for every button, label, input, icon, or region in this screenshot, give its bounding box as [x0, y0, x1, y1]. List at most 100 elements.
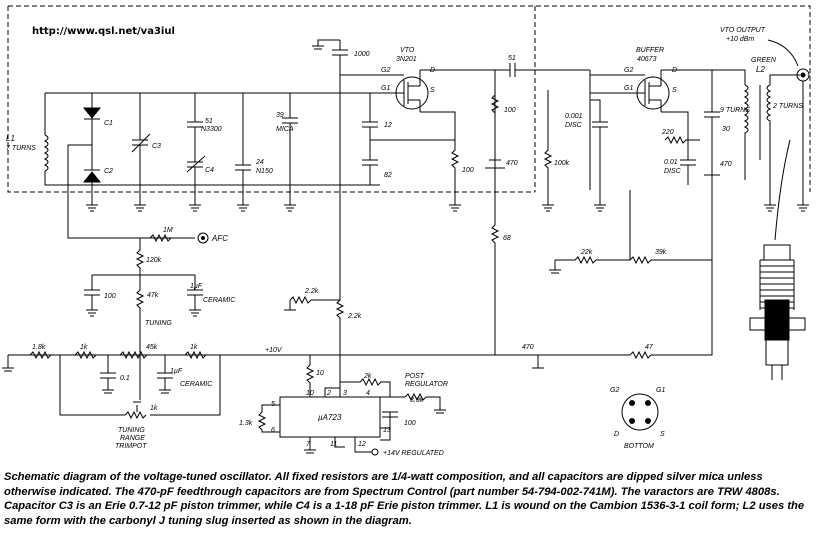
- regulator-label: REGULATOR: [405, 381, 448, 388]
- ua723-label: µA723: [318, 413, 342, 422]
- c3-label: C3: [152, 143, 161, 150]
- r1kc-label: 1k: [150, 405, 158, 412]
- buffer-label: BUFFER: [636, 47, 664, 54]
- figure-caption: Schematic diagram of the voltage-tuned o…: [4, 471, 805, 527]
- pin-s-label: S: [660, 431, 665, 438]
- r1k-label: 1k: [80, 344, 88, 351]
- ceramic2-label: CERAMIC: [180, 381, 213, 388]
- coil-form-illustration: [749, 139, 806, 380]
- bottom-label: BOTTOM: [624, 443, 654, 450]
- l2-label: L2: [756, 65, 765, 74]
- buffer-section: 0.001 DISC 100k BUFFER 40673 G2 G1 D S 2…: [542, 27, 810, 260]
- plus14v-label: +14V REGULATED: [383, 450, 444, 457]
- vto-label: VTO: [400, 47, 415, 54]
- plus10v-label: +10V: [265, 347, 283, 354]
- c82-label: 82: [384, 172, 392, 179]
- s-label: S: [430, 87, 435, 94]
- vto-output-level-label: +10 dBm: [726, 36, 754, 43]
- tuning-range-label: TUNING: [118, 427, 145, 434]
- r22kb-label: 2.2k: [347, 313, 362, 320]
- tuning-label: TUNING: [145, 320, 172, 327]
- c100-label: 100: [104, 293, 116, 300]
- l1-label: L1: [6, 134, 15, 143]
- tuning-section: 1M AFC 120k 100 1µF CERAMIC 47k TUNING 1…: [2, 75, 713, 450]
- c470b-label: 470: [720, 161, 732, 168]
- r68-label: 68: [503, 235, 511, 242]
- r39k-label: 39k: [655, 249, 667, 256]
- c39-label: 39: [276, 112, 284, 119]
- r47k-label: 47k: [147, 292, 159, 299]
- r100b-label: 100: [504, 107, 516, 114]
- ceramic-label: CERAMIC: [203, 297, 236, 304]
- r470-label: 470: [506, 160, 518, 167]
- r22k-label: 2.2k: [304, 288, 319, 295]
- post-label: POST: [405, 373, 425, 380]
- nine-turns-label: 9 TURNS: [720, 107, 750, 114]
- l1-turns-label: 7 TURNS: [6, 145, 36, 152]
- c1000-label: 1000: [354, 51, 370, 58]
- n150-label: N150: [256, 168, 273, 175]
- c1-label: C1: [104, 120, 113, 127]
- mica-label: MICA: [276, 126, 294, 133]
- c30-label: 30: [722, 126, 730, 133]
- trimpot-label: TRIMPOT: [115, 443, 147, 450]
- c12-label: 12: [384, 122, 392, 129]
- pin13-label: 13: [383, 427, 391, 434]
- vto-part-label: 3N201: [396, 56, 417, 63]
- pin7-label: 7: [306, 441, 311, 448]
- c01-label: 0.1: [120, 375, 130, 382]
- g1-label: G1: [381, 85, 390, 92]
- vto-output-label: VTO OUTPUT: [720, 27, 766, 34]
- pinout-bottom-view: G2 G1 D S BOTTOM: [610, 387, 665, 450]
- regulator-section: µA723 10 10 2 3 4 2k POST REGULATOR 3.9k…: [239, 355, 448, 457]
- pin2-label: 2: [326, 390, 331, 397]
- c51-label: 51: [205, 118, 213, 125]
- range-label: RANGE: [120, 435, 145, 442]
- r1kb-label: 1k: [190, 344, 198, 351]
- n3300-label: N3300: [201, 126, 222, 133]
- r100-label: 100: [462, 167, 474, 174]
- r13k-label: 1.3k: [239, 420, 253, 427]
- disc-label: DISC: [565, 122, 583, 129]
- afc-label: AFC: [211, 234, 228, 243]
- pin-d-label: D: [614, 431, 619, 438]
- c4-label: C4: [205, 167, 214, 174]
- r10-label: 10: [316, 370, 324, 377]
- c100b-label: 100: [404, 420, 416, 427]
- pin12-label: 12: [358, 441, 366, 448]
- c1uf-label: 1µF: [190, 283, 203, 290]
- r470c-label: 470: [522, 344, 534, 351]
- buffer-s-label: S: [672, 87, 677, 94]
- shield-outline: [7, 5, 811, 193]
- pin3-label: 3: [343, 390, 347, 397]
- buffer-part-label: 40673: [637, 56, 657, 63]
- buffer-g1-label: G1: [624, 85, 633, 92]
- pin-g1-label: G1: [656, 387, 665, 394]
- pin10-label: 10: [306, 390, 314, 397]
- pin11-label: 11: [330, 441, 337, 448]
- c51b-label: 51: [508, 55, 516, 62]
- r47-label: 47: [645, 344, 654, 351]
- c2-label: C2: [104, 168, 113, 175]
- r39kb-label: 3.9k: [410, 397, 424, 404]
- r2k-label: 2k: [363, 373, 372, 380]
- c001b-label: 0.01: [664, 159, 678, 166]
- c001-label: 0.001: [565, 113, 583, 120]
- disc2-label: DISC: [664, 168, 682, 175]
- vto-section: L1 7 TURNS C1 C2 C3 51 N3300 C4 24 N150 …: [6, 39, 590, 355]
- r100k-label: 100k: [554, 160, 570, 167]
- buffer-g2-label: G2: [624, 67, 633, 74]
- r22kc-label: 22k: [580, 249, 593, 256]
- g2-label: G2: [381, 67, 390, 74]
- pin4-label: 4: [366, 390, 370, 397]
- r45k-label: 45k: [146, 344, 158, 351]
- two-turns-num-label: 2 TURNS: [772, 103, 803, 110]
- r220-label: 220: [661, 129, 674, 136]
- green-label: GREEN: [751, 57, 777, 64]
- schematic-diagram: http://www.qsl.net/va3iul L1 7 TURNS C1 …: [2, 5, 811, 457]
- pin6-label: 6: [271, 427, 275, 434]
- r120k-label: 120k: [146, 257, 162, 264]
- pin-g2-label: G2: [610, 387, 619, 394]
- r1m-label: 1M: [163, 227, 173, 234]
- c24-label: 24: [255, 159, 264, 166]
